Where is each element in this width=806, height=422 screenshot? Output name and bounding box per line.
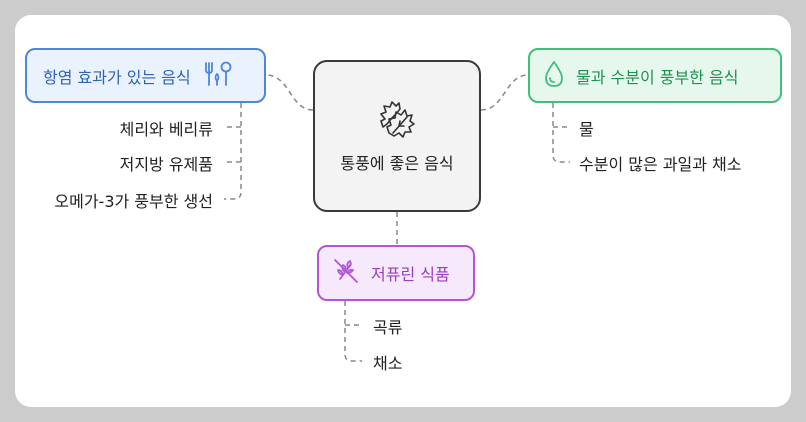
water-item-fruits-vegetables: 수분이 많은 과일과 채소 xyxy=(579,155,742,174)
anti-item-low-fat-dairy: 저지방 유제품 xyxy=(119,155,213,174)
no-grain-icon xyxy=(331,256,361,290)
low-purine-label: 저퓨린 식품 xyxy=(371,265,450,284)
center-label: 통풍에 좋은 음식 xyxy=(340,154,454,173)
low-purine-node: 저퓨린 식품 xyxy=(317,245,475,301)
anti-inflammatory-node: 항염 효과가 있는 음식 xyxy=(25,48,266,103)
anti-item-cherries-berries: 체리와 베리류 xyxy=(119,120,213,139)
water-rich-label: 물과 수분이 풍부한 음식 xyxy=(576,67,739,87)
anti-item-omega3-fish: 오메가-3가 풍부한 생선 xyxy=(54,192,213,211)
water-rich-node: 물과 수분이 풍부한 음식 xyxy=(528,48,782,103)
water-drop-icon xyxy=(542,59,566,93)
center-node: 통풍에 좋은 음식 xyxy=(313,60,481,212)
low-purine-item-vegetables: 채소 xyxy=(373,354,403,373)
leaf-icon xyxy=(375,97,419,145)
anti-inflammatory-label: 항염 효과가 있는 음식 xyxy=(43,67,191,87)
fork-spoon-icon xyxy=(203,60,233,92)
water-item-water: 물 xyxy=(579,120,594,139)
low-purine-item-grains: 곡류 xyxy=(373,318,403,337)
